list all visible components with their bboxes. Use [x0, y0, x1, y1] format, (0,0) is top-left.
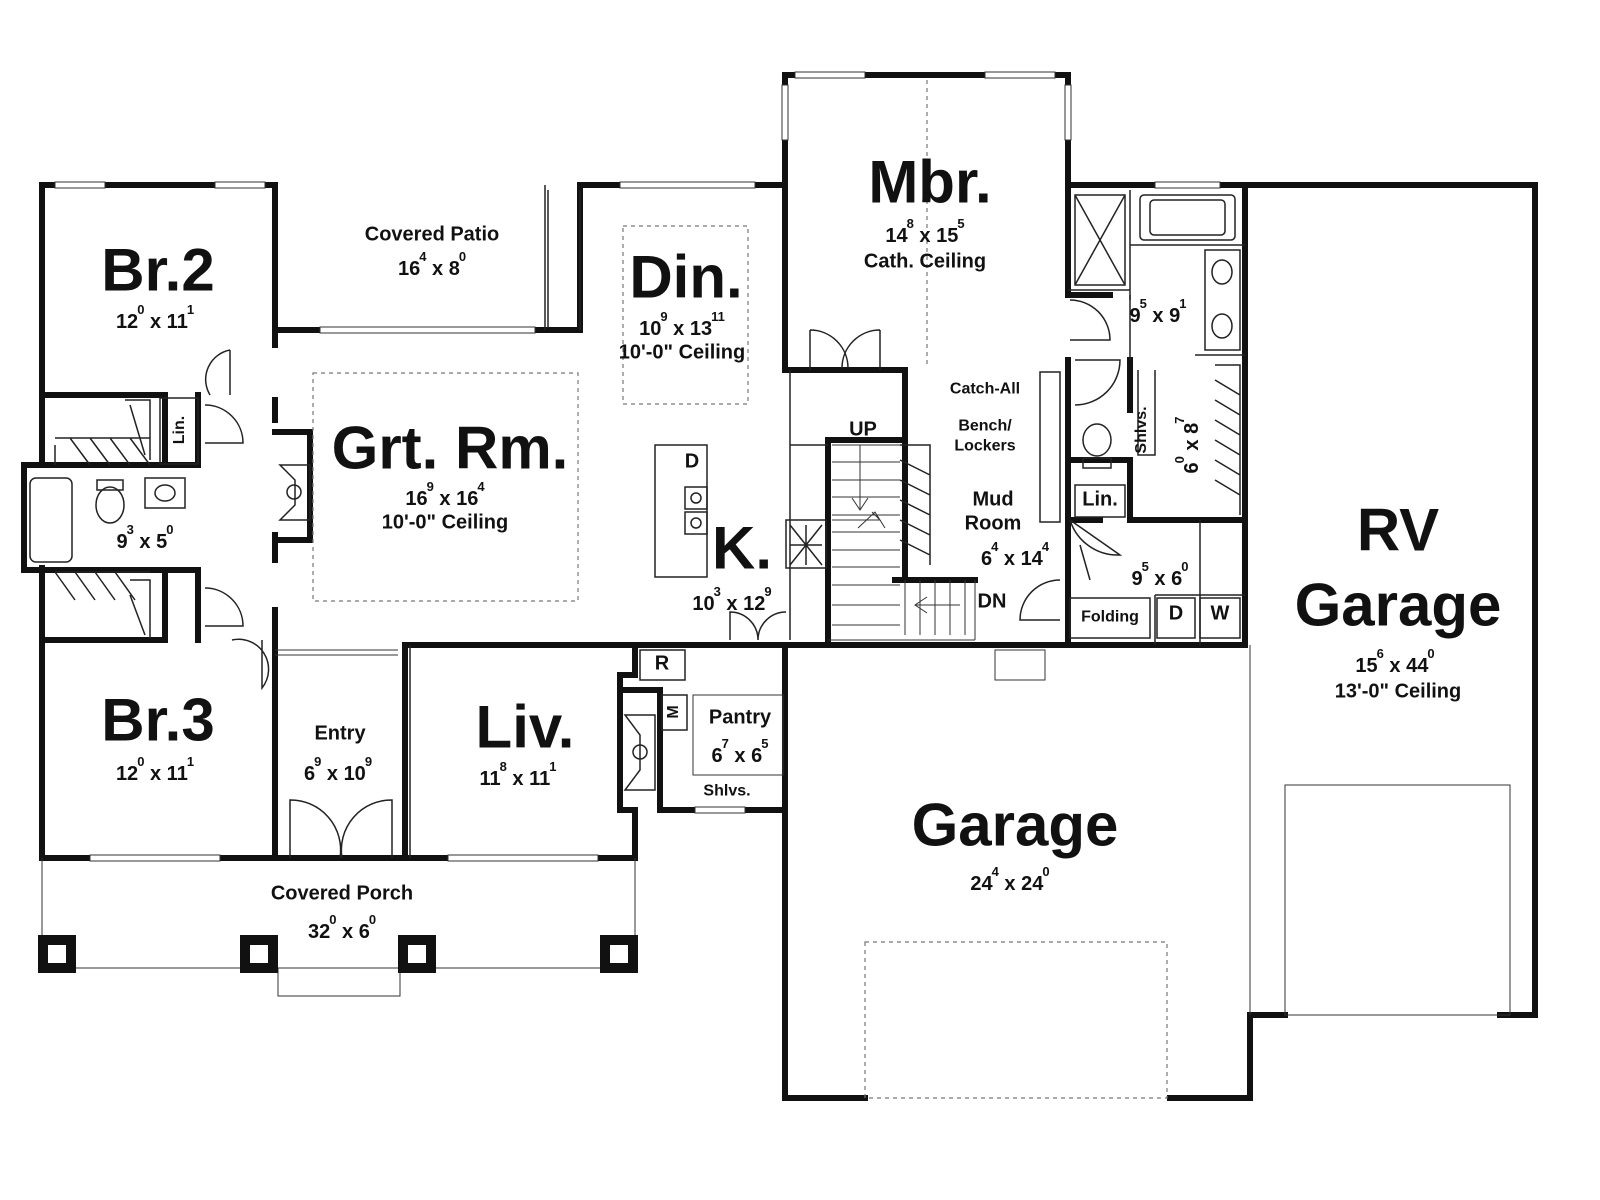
garage-dims: 244 x 240 — [970, 864, 1050, 895]
bath-fixtures — [29, 194, 1241, 563]
wall-garage — [782, 642, 1068, 1101]
din-title: Din. — [629, 243, 743, 311]
stair-up-label: UP — [849, 418, 877, 441]
partition-mbath — [1068, 289, 1245, 360]
dryer-label: D — [1168, 602, 1184, 625]
windows — [54, 71, 1221, 862]
partition-hall — [789, 370, 828, 640]
shelves-label: Shlvs. — [1133, 406, 1150, 454]
wall-kitchen-south — [632, 642, 788, 663]
bench-label-1: Bench/ — [958, 417, 1012, 435]
mbr-title: Mbr. — [868, 148, 992, 216]
wall-living — [277, 642, 638, 861]
folding-counter — [1069, 597, 1151, 639]
rv-title-2: Garage — [1294, 571, 1502, 639]
patio-screen — [544, 185, 581, 330]
dishwasher-label: D — [684, 450, 700, 473]
br2-dims: 120 x 111 — [115, 302, 195, 333]
laundry-dims: 95 x 60 — [1131, 559, 1189, 590]
dryer-box — [1156, 597, 1196, 639]
stairs — [828, 444, 976, 641]
br3-title: Br.3 — [101, 686, 215, 754]
linen-closet-2 — [1074, 484, 1126, 518]
wall-wic — [1127, 357, 1248, 523]
grt-title: Grt. Rm. — [331, 414, 569, 482]
liv-title: Liv. — [475, 693, 575, 761]
coffered-grt — [312, 372, 579, 602]
fireplaces — [278, 464, 656, 791]
micro-box — [661, 694, 688, 731]
kit-dims: 103 x 129 — [692, 584, 772, 615]
porch-title: Covered Porch — [270, 882, 414, 905]
fridge-box — [639, 649, 686, 681]
wall-stair — [825, 367, 978, 643]
kitchen-island — [654, 444, 827, 578]
wall-mbr-west — [782, 72, 908, 373]
linen-label-2: Lin. — [1082, 488, 1118, 511]
porch — [38, 858, 638, 997]
door-swings — [204, 299, 1123, 859]
porch-dims: 320 x 60 — [307, 912, 377, 943]
wall-rv-south — [1167, 1012, 1288, 1101]
wic-dims: 60 x 87 — [1172, 416, 1203, 474]
grt-dims: 169 x 164 — [405, 479, 485, 510]
kit-title: K. — [712, 514, 772, 582]
garage-title: Garage — [911, 791, 1119, 859]
washer-box — [1199, 597, 1241, 639]
wall-fireplace — [272, 429, 313, 543]
mbr-dims: 148 x 155 — [885, 216, 965, 247]
pantry-shelf — [692, 694, 784, 776]
wall-mud — [1065, 357, 1133, 648]
wall-bath-bumpout — [21, 462, 201, 573]
patio-title: Covered Patio — [364, 223, 500, 246]
pantry-dims: 67 x 65 — [711, 736, 769, 767]
br3-dims: 120 x 111 — [115, 754, 195, 785]
wall-rv — [1242, 182, 1538, 1018]
entry-dims: 69 x 109 — [303, 754, 373, 785]
liv-dims: 118 x 111 — [479, 759, 557, 790]
bath2-dims: 93 x 50 — [116, 522, 174, 553]
linen-closet — [159, 397, 199, 465]
stair-dn-label: DN — [977, 590, 1007, 613]
wall-br2-north — [39, 182, 278, 333]
fridge-label: R — [654, 652, 670, 675]
mbath-dims: 95 x 91 — [1129, 296, 1187, 327]
mbr-ceiling: Cath. Ceiling — [863, 250, 987, 273]
rv-door — [1284, 784, 1511, 1016]
pantry-title: Pantry — [708, 706, 772, 729]
din-dims: 109 x 1311 — [639, 309, 725, 340]
wall-br-south — [39, 392, 113, 643]
car-outline — [864, 941, 1168, 1099]
pantry-shelves-label: Shlvs. — [703, 782, 751, 800]
din-ceiling: 10'-0" Ceiling — [618, 341, 746, 364]
closet-rods — [54, 364, 1241, 638]
grt-ceiling: 10'-0" Ceiling — [381, 511, 509, 534]
mud-title-2: Room — [964, 512, 1022, 535]
catch-all-label: Catch-All — [949, 380, 1021, 398]
mud-title-1: Mud — [972, 488, 1014, 511]
partition-tub — [1129, 190, 1245, 300]
rv-title-1: RV — [1356, 496, 1440, 564]
rv-dims: 156 x 440 — [1355, 646, 1435, 677]
entry-header — [275, 649, 398, 656]
folding-label: Folding — [1081, 608, 1139, 626]
linen-label: Lin. — [171, 415, 188, 445]
patio-dims: 164 x 80 — [397, 249, 467, 280]
br2-title: Br.2 — [101, 236, 215, 304]
mud-dims: 64 x 144 — [980, 539, 1050, 570]
washer-label: W — [1210, 602, 1230, 625]
micro-label: M — [665, 705, 682, 719]
rv-ceiling: 13'-0" Ceiling — [1334, 680, 1462, 703]
entry-title: Entry — [314, 722, 366, 745]
bench-label-2: Lockers — [954, 437, 1016, 455]
